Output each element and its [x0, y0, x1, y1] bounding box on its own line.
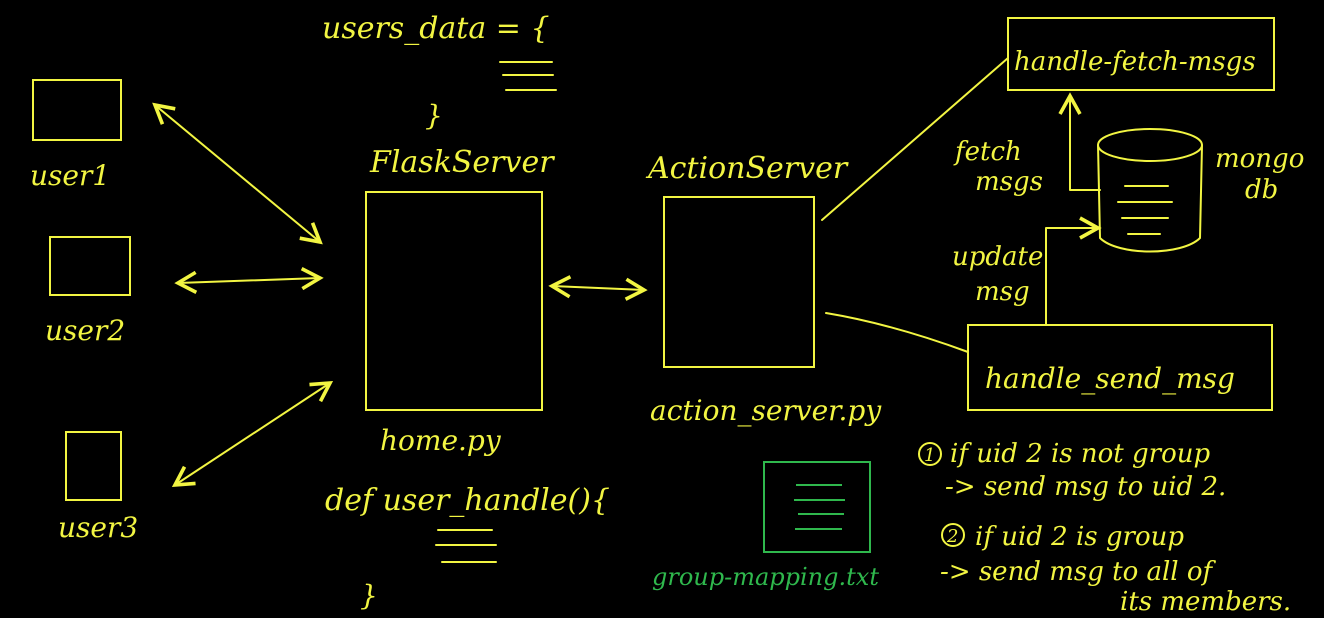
- user-handle-def: def user_handle(){: [325, 483, 610, 518]
- fetch-handler-label: handle-fetch-msgs: [1014, 47, 1256, 77]
- flask-server-title: FlaskServer: [369, 145, 555, 180]
- note-2: 2 if uid 2 is group -> send msg to all o…: [940, 522, 1291, 617]
- user3-box: [65, 431, 122, 501]
- db-label-line2: db: [1245, 175, 1278, 205]
- note-2-line2: -> send msg to all of: [940, 557, 1217, 587]
- group-mapping-file-label: group-mapping.txt: [652, 563, 879, 591]
- user3-label: user3: [58, 511, 138, 544]
- users-data-close: }: [425, 99, 443, 132]
- user2-flask-arrow: [174, 267, 324, 294]
- user2-label: user2: [45, 314, 125, 347]
- user1-flask-arrow: [152, 102, 323, 245]
- fetch-handler-box: [1007, 17, 1275, 91]
- note-2-line1: if uid 2 is group: [975, 522, 1184, 552]
- action-to-fetch-line: [821, 57, 1009, 221]
- users-data-content-lines: [499, 61, 557, 91]
- group-mapping-file-icon: [763, 461, 871, 553]
- note-1-line2: -> send msg to uid 2.: [945, 472, 1226, 502]
- note-2-number: 2: [946, 526, 958, 547]
- update-label-line2: msg: [975, 277, 1030, 307]
- action-to-send-line: [825, 312, 969, 353]
- fetch-label-line1: fetch: [953, 137, 1022, 167]
- note-2-line3: its members.: [1120, 587, 1291, 617]
- action-server-title: ActionServer: [645, 151, 849, 186]
- user1-box: [32, 79, 122, 141]
- mongo-db-cylinder: [1097, 128, 1203, 253]
- user3-flask-arrow: [171, 380, 334, 488]
- db-label-line1: mongo: [1215, 144, 1304, 174]
- fetch-label-line2: msgs: [975, 167, 1043, 197]
- user1-label: user1: [30, 159, 110, 192]
- group-mapping-file-lines: [794, 484, 845, 530]
- send-to-db-arrow: [1045, 216, 1102, 326]
- update-label-line1: update: [952, 242, 1043, 272]
- flask-action-arrow: [548, 275, 648, 301]
- action-server-file: action_server.py: [650, 394, 882, 427]
- send-handler-label: handle_send_msg: [985, 362, 1235, 395]
- user-handle-content-lines: [435, 529, 497, 563]
- users-data-label: users_data = {: [322, 11, 550, 46]
- note-1-number: 1: [924, 445, 935, 466]
- db-to-fetch-arrow: [1058, 92, 1101, 191]
- send-handler-box: [967, 324, 1273, 411]
- note-1: 1 if uid 2 is not group -> send msg to u…: [918, 439, 1226, 502]
- flask-server-box: [365, 191, 543, 411]
- action-server-box: [663, 196, 815, 368]
- user2-box: [49, 236, 131, 296]
- user-handle-close: }: [360, 579, 378, 612]
- flask-server-file: home.py: [380, 424, 502, 457]
- note-1-line1: if uid 2 is not group: [950, 439, 1210, 469]
